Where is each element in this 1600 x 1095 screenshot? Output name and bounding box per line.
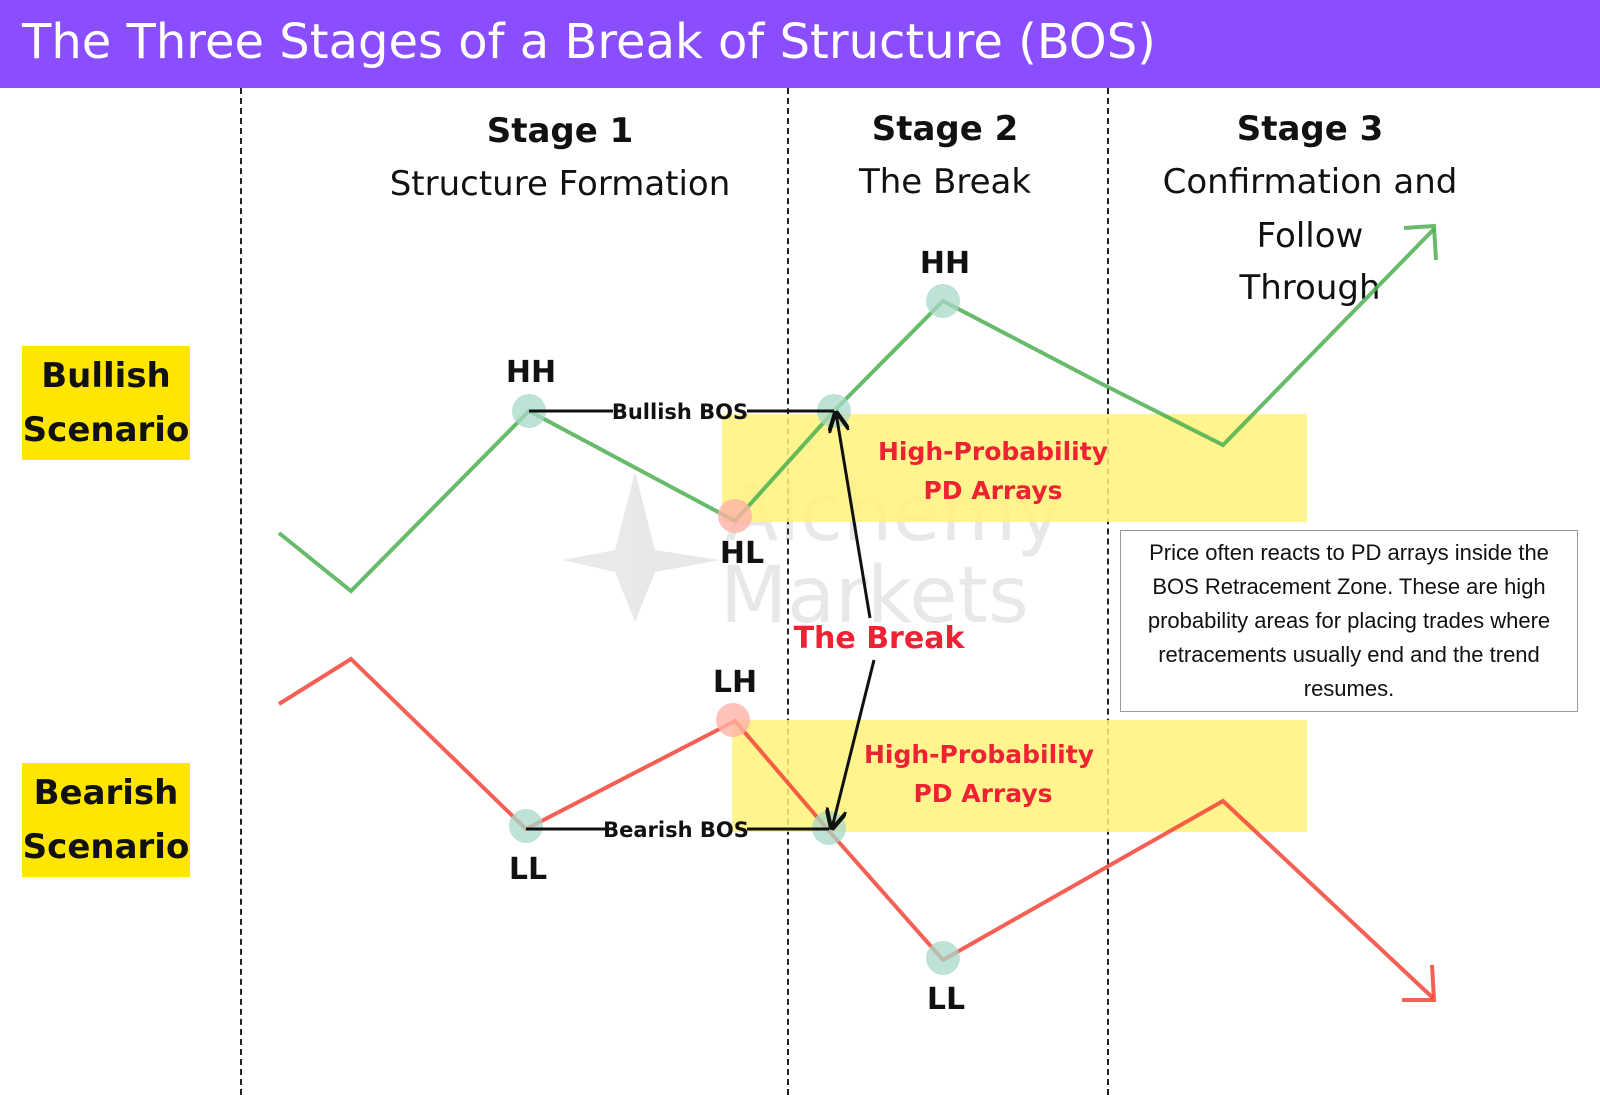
bearish-scenario-line1: Bearish <box>33 773 179 813</box>
stage-3-subtitle-line1: Confirmation and Follow <box>1162 162 1458 256</box>
lower-zone-label-line2: PD Arrays <box>913 779 1052 808</box>
stage-divider <box>1107 88 1109 1095</box>
bullish-hl-label: HL <box>720 536 764 571</box>
pd-arrays-note: Price often reacts to PD arrays inside t… <box>1120 530 1578 712</box>
bullish-hh-label: HH <box>506 355 556 390</box>
bearish-bos-label: Bearish BOS <box>603 818 749 842</box>
bullish-hh-stage2-label: HH <box>920 246 970 281</box>
bearish-ll-stage2-label: LL <box>927 982 965 1017</box>
bearish-scenario-badge: Bearish Scenario <box>22 763 190 877</box>
stage-2-subtitle: The Break <box>858 162 1032 202</box>
header-bar: The Three Stages of a Break of Structure… <box>0 0 1600 88</box>
stage-3-heading: Stage 3 Confirmation and Follow Through <box>1110 103 1510 315</box>
watermark-logo-icon <box>563 472 720 622</box>
bearish-lh-dot <box>716 703 750 737</box>
bullish-bos-label: Bullish BOS <box>612 400 748 424</box>
stage-2-heading: Stage 2 The Break <box>790 103 1100 209</box>
bearish-arrow-head-icon <box>1402 964 1437 1002</box>
bullish-scenario-line2: Scenario <box>22 410 190 450</box>
bullish-hh-stage2-dot <box>926 284 960 318</box>
upper-zone-label-line2: PD Arrays <box>923 476 1062 505</box>
bullish-hl-dot <box>718 499 752 533</box>
stage-divider <box>240 88 242 1095</box>
bearish-ll-label: LL <box>509 852 547 887</box>
bearish-scenario-line2: Scenario <box>22 827 190 867</box>
bearish-ll-stage2-dot <box>926 941 960 975</box>
stage-divider <box>787 88 789 1095</box>
upper-pd-zone <box>722 414 1307 522</box>
stage-2-title: Stage 2 <box>871 109 1019 149</box>
watermark-line2: Markets <box>720 551 1029 641</box>
stage-1-title: Stage 1 <box>486 111 634 151</box>
stage-1-heading: Stage 1 Structure Formation <box>380 105 740 211</box>
bearish-lh-label: LH <box>713 665 757 700</box>
stage-3-subtitle-line2: Through <box>1239 268 1381 308</box>
stage-1-subtitle: Structure Formation <box>389 164 731 204</box>
bullish-scenario-badge: Bullish Scenario <box>22 346 190 460</box>
upper-zone-label-line1: High-Probability <box>878 437 1108 466</box>
bullish-scenario-line1: Bullish <box>41 356 171 396</box>
bearish-ll-dot <box>509 809 543 843</box>
stage-3-title: Stage 3 <box>1236 109 1384 149</box>
break-arrow-up-icon <box>836 413 872 619</box>
break-arrow-down-icon <box>832 659 876 828</box>
bearish-price-path <box>277 656 1435 1000</box>
lower-zone-label-line1: High-Probability <box>864 740 1094 769</box>
page-title: The Three Stages of a Break of Structure… <box>22 14 1156 70</box>
the-break-label: The Break <box>794 621 966 656</box>
bullish-arrow-head-icon <box>1403 223 1438 261</box>
